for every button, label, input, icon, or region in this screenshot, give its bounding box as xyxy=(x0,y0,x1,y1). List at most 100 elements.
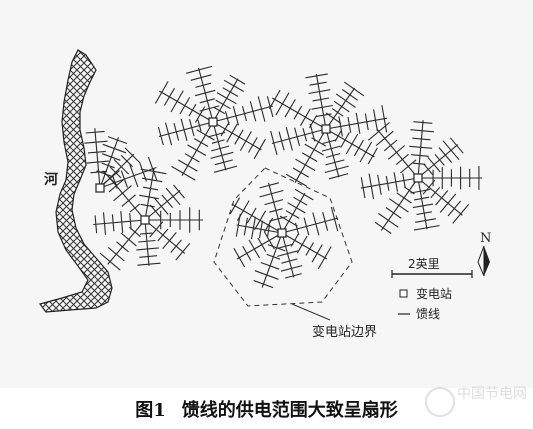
feeder-lateral xyxy=(257,237,267,252)
feeder-lateral xyxy=(395,153,409,165)
feeder-lateral xyxy=(199,98,215,104)
north-label: N xyxy=(480,231,491,246)
feeder-lateral xyxy=(285,210,300,219)
feeder-lateral xyxy=(315,113,332,118)
feeder-lateral xyxy=(195,89,216,97)
feeder-lateral xyxy=(161,194,174,209)
feeder-spine xyxy=(197,67,214,123)
feeder-spine xyxy=(231,203,283,234)
feeder-lateral xyxy=(120,155,133,168)
feeder-lateral xyxy=(170,90,184,113)
feeder-lateral xyxy=(187,144,207,156)
feeder-lateral xyxy=(423,163,434,176)
feeder-spine xyxy=(325,128,375,158)
feeder-lateral xyxy=(241,106,247,122)
feeder-lateral xyxy=(190,74,212,81)
feeder-lateral xyxy=(338,116,343,137)
feeder-lateral xyxy=(381,105,388,133)
feeder-lateral xyxy=(235,213,241,237)
feeder-lateral xyxy=(411,154,429,157)
feeder-lateral xyxy=(430,186,441,199)
feeder-lateral xyxy=(229,74,246,85)
feeder-lateral xyxy=(343,81,365,97)
feeder-spine xyxy=(144,219,150,266)
feeder-lateral xyxy=(409,145,433,149)
feeder-lateral xyxy=(248,137,258,153)
feeder-lateral xyxy=(449,137,464,154)
feeder-lateral xyxy=(257,96,266,122)
feeder-lateral xyxy=(164,122,173,146)
feeder-lateral xyxy=(347,117,352,133)
feeder-lateral xyxy=(284,99,296,118)
feeder-lateral xyxy=(243,217,248,236)
feeder-lateral xyxy=(226,123,238,143)
feeder-spine xyxy=(281,192,306,234)
feeder-lateral xyxy=(102,212,107,235)
feeder-lateral xyxy=(197,119,202,132)
feeder-lateral xyxy=(253,138,266,160)
feeder-lateral xyxy=(413,121,433,124)
substation-river xyxy=(95,183,105,193)
feeder-lateral xyxy=(388,198,409,213)
feeder-lateral xyxy=(325,112,342,124)
feeder-lateral xyxy=(280,265,303,272)
feeder-lateral xyxy=(154,197,169,215)
feeder-spine xyxy=(281,232,328,260)
feeder-lateral xyxy=(414,196,430,201)
feeder-lateral xyxy=(149,221,164,238)
feeder-lateral xyxy=(312,97,330,102)
feeder-lateral xyxy=(87,150,106,154)
feeder-lateral xyxy=(266,253,281,260)
feeder-lateral xyxy=(269,208,283,213)
substation-boundary xyxy=(213,167,353,307)
feeder-lateral xyxy=(385,175,390,191)
feeder-lines xyxy=(84,65,482,289)
feeder-lateral xyxy=(360,177,366,199)
feeder-lateral xyxy=(259,189,284,198)
feeder-spine xyxy=(144,219,186,254)
feeder-lateral xyxy=(195,82,212,88)
substation-north-west xyxy=(208,117,218,127)
feeder-lateral xyxy=(264,199,284,206)
feeder-spine xyxy=(236,224,283,234)
feeder-lateral xyxy=(393,172,399,192)
feeder-lateral xyxy=(266,224,271,237)
feeder-lateral xyxy=(396,192,412,204)
feeder-lateral xyxy=(305,242,314,256)
feeder-lateral xyxy=(213,165,238,173)
feeder-lateral xyxy=(268,89,281,109)
feeder-lateral xyxy=(302,128,308,142)
feeder-lateral xyxy=(285,273,302,279)
feeder-lateral xyxy=(324,165,349,174)
feeder-spine xyxy=(236,232,283,260)
watermark-logo-icon xyxy=(425,387,455,417)
feeder-lateral xyxy=(137,262,161,266)
feeder-lateral xyxy=(199,105,220,112)
feeder-lateral xyxy=(232,106,240,126)
boundary-leader-line xyxy=(291,303,331,321)
feeder-lateral xyxy=(402,173,406,188)
feeder-spine xyxy=(144,168,155,221)
feeder-lateral xyxy=(121,194,136,207)
feeder-lateral xyxy=(109,166,122,179)
feeder-lateral xyxy=(162,232,177,250)
feeder-lateral xyxy=(367,122,390,141)
feeder-lateral xyxy=(340,132,350,148)
feeder-lateral xyxy=(99,252,121,271)
feeder-lateral xyxy=(374,221,392,234)
scale-label: 2英里 xyxy=(408,257,440,271)
feeder-lateral xyxy=(269,215,288,222)
feeder-lateral xyxy=(108,179,124,193)
feeder-lateral xyxy=(416,211,432,216)
feeder-lateral xyxy=(325,159,345,166)
feeder-lateral xyxy=(413,162,426,165)
substation-legend-label: 变电站 xyxy=(416,286,452,301)
substation-legend-icon xyxy=(399,289,408,298)
feeder-lateral xyxy=(107,136,128,145)
feeder-lateral xyxy=(410,188,431,194)
feeder-lateral xyxy=(322,212,329,231)
feeder-lateral xyxy=(234,129,244,145)
feeder-lateral xyxy=(439,193,457,213)
feeder-spine xyxy=(281,232,295,278)
